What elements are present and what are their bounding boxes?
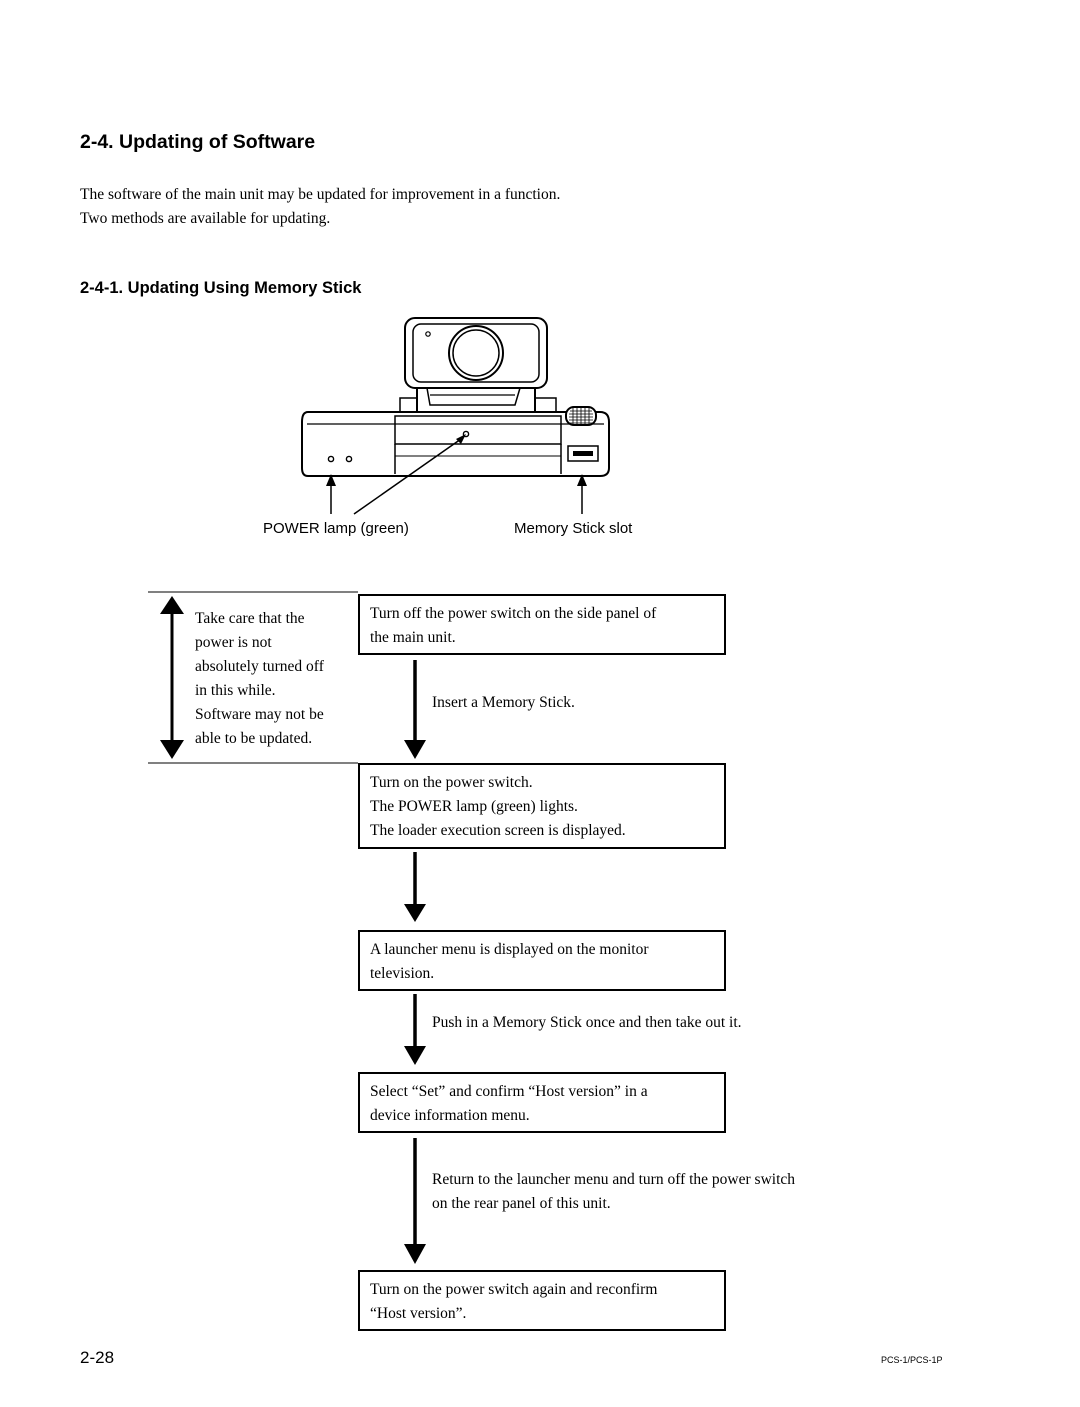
- model-number: PCS-1/PCS-1P: [881, 1355, 943, 1365]
- flow-arrow-1: [404, 660, 426, 759]
- caution-line: power is not: [195, 634, 272, 651]
- box-line: “Host version”.: [370, 1305, 467, 1322]
- callout-lines: [326, 434, 587, 515]
- caution-bracket: [148, 591, 358, 764]
- box-line: The loader execution screen is displayed…: [370, 822, 626, 839]
- flow-arrows: [404, 660, 426, 1264]
- intro-line-1: The software of the main unit may be upd…: [80, 186, 561, 203]
- step-push-memory-stick: Push in a Memory Stick once and then tak…: [432, 1014, 742, 1031]
- step-line: on the rear panel of this unit.: [432, 1195, 611, 1212]
- subsection-title: 2-4-1. Updating Using Memory Stick: [80, 279, 362, 297]
- section-title: 2-4. Updating of Software: [80, 131, 316, 153]
- flow-arrow-2: [404, 852, 426, 922]
- caution-line: Software may not be: [195, 706, 324, 723]
- device-illustration: [301, 317, 610, 477]
- step-return-launcher: Return to the launcher menu and turn off…: [432, 1168, 795, 1216]
- flow-box-power-off: Turn off the power switch on the side pa…: [358, 594, 726, 655]
- box-line: The POWER lamp (green) lights.: [370, 798, 578, 815]
- flow-arrow-4: [404, 1138, 426, 1264]
- flow-box-power-on: Turn on the power switch. The POWER lamp…: [358, 763, 726, 849]
- power-lamp-label: POWER lamp (green): [263, 520, 409, 537]
- box-line: the main unit.: [370, 629, 456, 646]
- box-line: Turn on the power switch.: [370, 774, 533, 791]
- caution-line: in this while.: [195, 682, 276, 699]
- step-insert-memory-stick: Insert a Memory Stick.: [432, 694, 575, 711]
- flow-box-launcher-menu: A launcher menu is displayed on the moni…: [358, 930, 726, 991]
- memory-stick-slot-label: Memory Stick slot: [514, 520, 633, 537]
- caution-line: able to be updated.: [195, 730, 313, 747]
- box-line: television.: [370, 965, 435, 982]
- page-number: 2-28: [80, 1348, 115, 1367]
- caution-line: absolutely turned off: [195, 658, 324, 675]
- box-line: Turn off the power switch on the side pa…: [370, 605, 657, 622]
- intro-line-2: Two methods are available for updating.: [80, 210, 331, 227]
- box-line: Select “Set” and confirm “Host version” …: [370, 1083, 648, 1100]
- flow-box-select-set: Select “Set” and confirm “Host version” …: [358, 1072, 726, 1133]
- box-line: device information menu.: [370, 1107, 530, 1124]
- step-line: Return to the launcher menu and turn off…: [432, 1171, 796, 1188]
- box-line: Turn on the power switch again and recon…: [370, 1281, 658, 1298]
- flow-arrow-3: [404, 994, 426, 1065]
- caution-note: Take care that the power is not absolute…: [195, 607, 355, 751]
- flow-box-reconfirm: Turn on the power switch again and recon…: [358, 1270, 726, 1331]
- box-line: A launcher menu is displayed on the moni…: [370, 941, 649, 958]
- caution-line: Take care that the: [195, 610, 305, 627]
